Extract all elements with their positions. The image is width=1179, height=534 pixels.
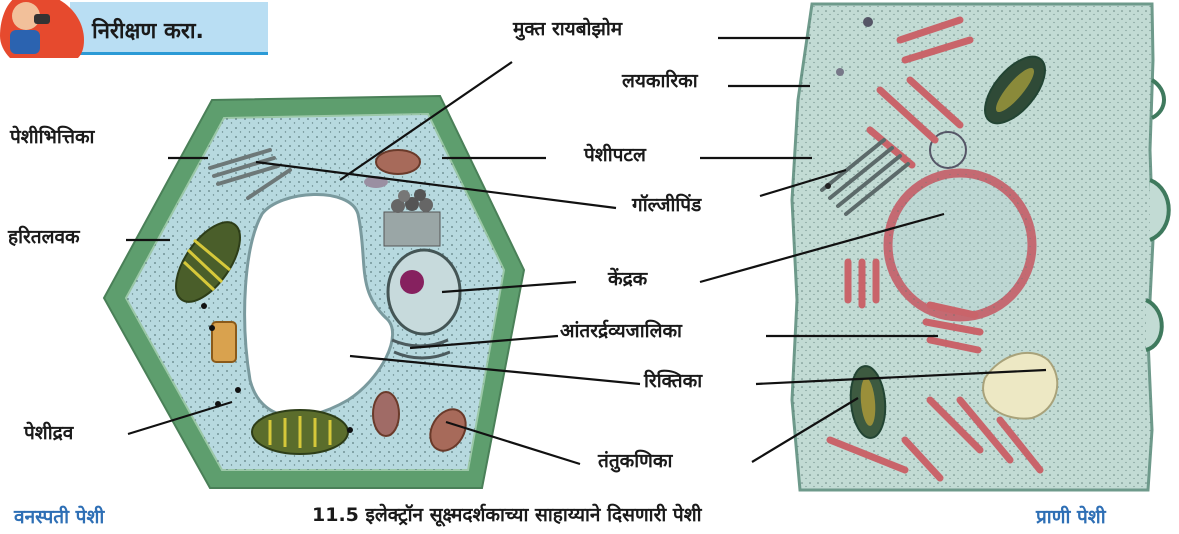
label-cell-membrane: पेशीपटल — [584, 146, 646, 165]
label-chloroplast: हरितलवक — [8, 228, 80, 247]
figure-caption: 11.5 इलेक्ट्रॉन सूक्ष्मदर्शकाच्या साहाय्… — [312, 506, 702, 525]
plant-mitochondrion — [376, 150, 420, 174]
label-lysosome: लयकारिका — [622, 72, 698, 91]
plant-cell — [104, 96, 524, 488]
badge-title: निरीक्षण करा. — [92, 15, 204, 45]
label-free-ribosome: मुक्त रायबोझोम — [513, 20, 622, 39]
caption-plant-cell: वनस्पती पेशी — [14, 508, 104, 527]
label-endoplasmic-reticulum: आंतरर्द्रव्यजालिका — [560, 322, 682, 341]
label-mitochondria: तंतुकणिका — [598, 452, 672, 471]
label-cell-wall: पेशीभित्तिका — [10, 128, 94, 147]
observer-icon — [0, 0, 86, 58]
label-cytoplasm: पेशीद्रव — [24, 424, 73, 443]
label-golgi-body: गॉल्जीपिंड — [632, 196, 701, 215]
observe-badge: निरीक्षण करा. — [70, 2, 268, 55]
animal-cell — [792, 4, 1169, 490]
plant-mitochondrion — [373, 392, 399, 436]
caption-animal-cell: प्राणी पेशी — [1036, 508, 1106, 527]
plant-nucleolus — [400, 270, 424, 294]
label-vacuole: रिक्तिका — [644, 372, 702, 391]
label-nucleus: केंद्रक — [608, 270, 647, 289]
